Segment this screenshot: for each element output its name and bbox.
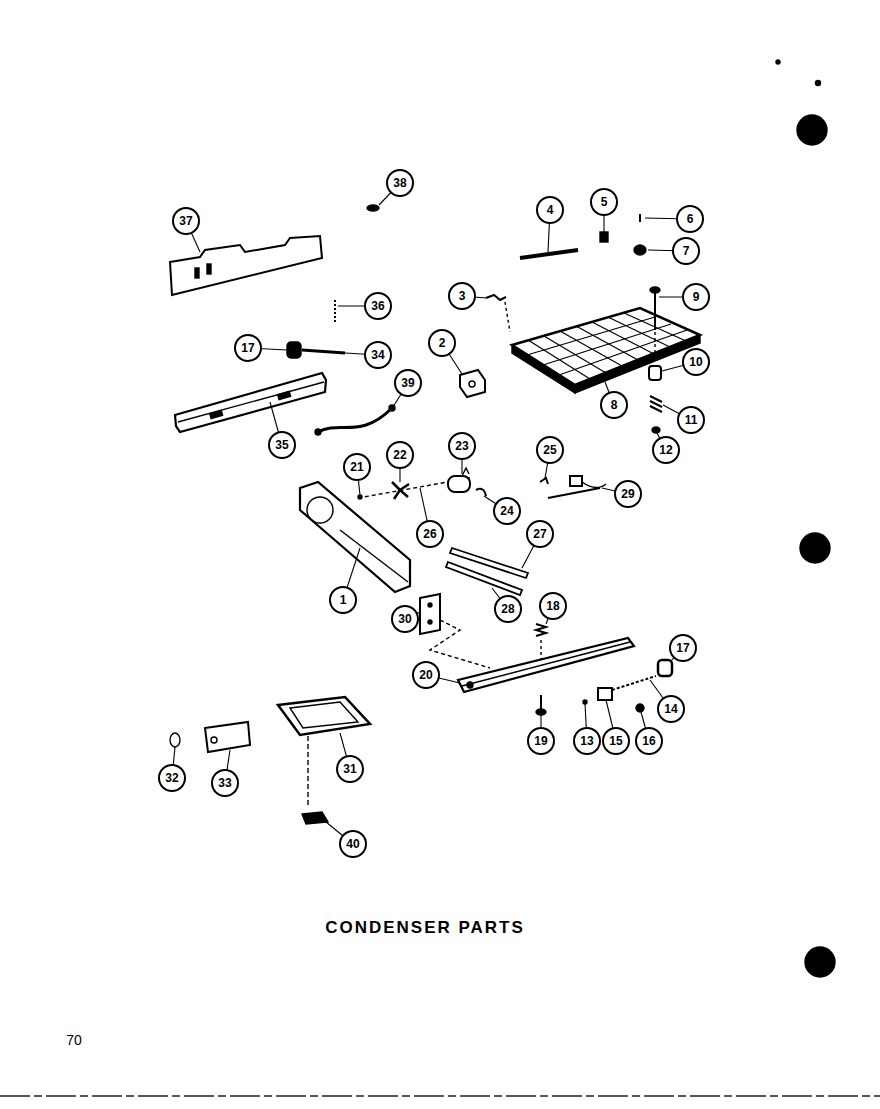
callout-number: 20 bbox=[419, 669, 432, 681]
callout-number: 28 bbox=[501, 603, 514, 615]
callout-circle: 8 bbox=[600, 391, 628, 419]
callout-number: 18 bbox=[546, 600, 559, 612]
callout-circle: 30 bbox=[391, 605, 419, 633]
callout-number: 30 bbox=[398, 613, 411, 625]
callout-circle: 27 bbox=[526, 520, 554, 548]
callout-circle: 17 bbox=[234, 334, 262, 362]
callout-circle: 19 bbox=[527, 727, 555, 755]
callout-number: 21 bbox=[350, 461, 363, 473]
callout-number: 13 bbox=[580, 735, 593, 747]
callout-circle: 36 bbox=[364, 292, 392, 320]
callout-circle: 34 bbox=[364, 341, 392, 369]
callout-number: 27 bbox=[533, 528, 546, 540]
callout-number: 22 bbox=[393, 449, 406, 461]
callout-circle: 31 bbox=[336, 755, 364, 783]
callout-circle: 15 bbox=[602, 727, 630, 755]
callout-number: 3 bbox=[459, 290, 466, 302]
callout-circle: 38 bbox=[386, 169, 414, 197]
callout-circle: 13 bbox=[573, 727, 601, 755]
callout-number: 35 bbox=[275, 439, 288, 451]
callout-circle: 26 bbox=[416, 520, 444, 548]
callout-number: 1 bbox=[340, 594, 347, 606]
callout-circle: 9 bbox=[682, 283, 710, 311]
callout-number: 25 bbox=[543, 444, 556, 456]
callout-number: 29 bbox=[621, 488, 634, 500]
callout-number: 24 bbox=[500, 505, 513, 517]
callout-circle: 10 bbox=[682, 348, 710, 376]
caption: CONDENSER PARTS bbox=[325, 918, 525, 938]
callout-number: 32 bbox=[165, 772, 178, 784]
callout-circle: 39 bbox=[394, 369, 422, 397]
callout-number: 8 bbox=[611, 399, 618, 411]
callout-circle: 1 bbox=[329, 586, 357, 614]
callout-circle: 14 bbox=[657, 695, 685, 723]
callout-circle: 21 bbox=[343, 453, 371, 481]
callout-circle: 20 bbox=[412, 661, 440, 689]
callout-number: 23 bbox=[455, 440, 468, 452]
callout-number: 16 bbox=[642, 735, 655, 747]
callout-number: 12 bbox=[659, 444, 672, 456]
callout-circle: 2 bbox=[428, 329, 456, 357]
callout-circle: 17 bbox=[669, 634, 697, 662]
callout-circle: 40 bbox=[339, 830, 367, 858]
callout-circle: 35 bbox=[268, 431, 296, 459]
callout-circle: 6 bbox=[676, 205, 704, 233]
callout-number: 19 bbox=[534, 735, 547, 747]
callout-number: 6 bbox=[687, 213, 694, 225]
callout-circle: 3 bbox=[448, 282, 476, 310]
callout-number: 17 bbox=[241, 342, 254, 354]
callout-circle: 23 bbox=[448, 432, 476, 460]
callout-number: 5 bbox=[601, 196, 608, 208]
callout-circle: 32 bbox=[158, 764, 186, 792]
callout-circle: 22 bbox=[386, 441, 414, 469]
callout-number: 9 bbox=[693, 291, 700, 303]
callout-number: 33 bbox=[218, 777, 231, 789]
callout-number: 2 bbox=[439, 337, 446, 349]
callout-circle: 29 bbox=[614, 480, 642, 508]
callout-number: 39 bbox=[401, 377, 414, 389]
callout-number: 31 bbox=[343, 763, 356, 775]
callout-circle: 11 bbox=[677, 406, 705, 434]
page-number: 70 bbox=[66, 1032, 82, 1048]
callout-circle: 33 bbox=[211, 769, 239, 797]
callout-circle: 24 bbox=[493, 497, 521, 525]
callout-circle: 28 bbox=[494, 595, 522, 623]
callout-number: 15 bbox=[609, 735, 622, 747]
callout-circle: 7 bbox=[672, 237, 700, 265]
callout-circle: 4 bbox=[536, 196, 564, 224]
callout-number: 38 bbox=[393, 177, 406, 189]
callout-number: 26 bbox=[423, 528, 436, 540]
callout-number: 34 bbox=[371, 349, 384, 361]
callout-circle: 37 bbox=[172, 207, 200, 235]
callout-number: 4 bbox=[547, 204, 554, 216]
callout-number: 36 bbox=[371, 300, 384, 312]
callout-number: 14 bbox=[664, 703, 677, 715]
callout-number: 37 bbox=[179, 215, 192, 227]
callout-circle: 5 bbox=[590, 188, 618, 216]
callout-number: 11 bbox=[685, 414, 698, 426]
callout-circle: 18 bbox=[539, 592, 567, 620]
callout-number: 40 bbox=[346, 838, 359, 850]
callout-circle: 25 bbox=[536, 436, 564, 464]
callout-circle: 16 bbox=[635, 727, 663, 755]
callout-circle: 12 bbox=[652, 436, 680, 464]
callout-number: 10 bbox=[689, 356, 702, 368]
callout-number: 7 bbox=[683, 245, 690, 257]
callout-number: 17 bbox=[676, 642, 689, 654]
